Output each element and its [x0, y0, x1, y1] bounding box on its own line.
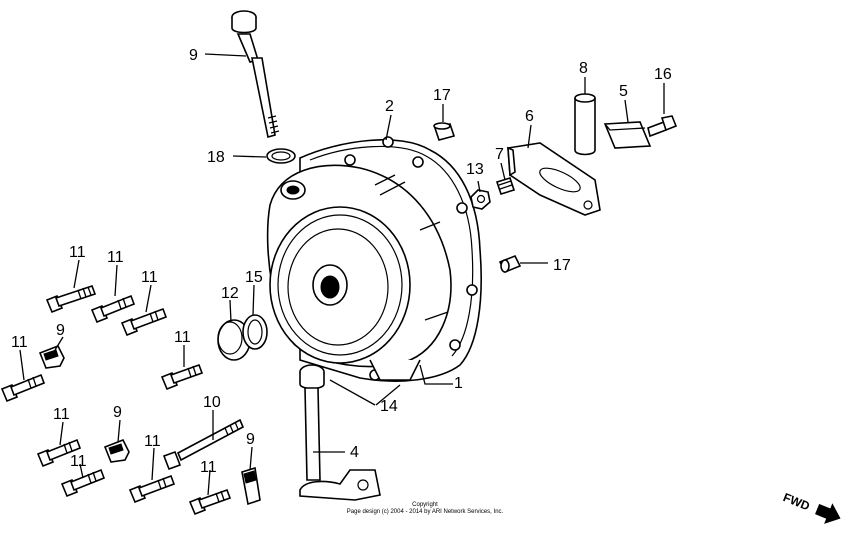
callout-9-c: 9 — [246, 431, 255, 448]
callout-labels: 9 18 2 17 13 7 6 8 5 16 17 1 14 4 12 15 … — [11, 47, 672, 476]
callout-17-top: 17 — [433, 87, 451, 104]
dowel-pin-17-top[interactable] — [433, 122, 456, 141]
callout-12: 12 — [221, 285, 239, 302]
bolt-11-b[interactable] — [90, 294, 136, 324]
callout-11-c: 11 — [141, 269, 158, 286]
dowel-pin-17-right[interactable] — [498, 254, 522, 274]
fwd-arrow-icon: FWD — [781, 490, 841, 524]
bolt-11-e[interactable] — [160, 363, 204, 391]
callout-7: 7 — [495, 146, 504, 163]
callout-15: 15 — [245, 269, 263, 286]
bolt-11-c[interactable] — [120, 307, 168, 337]
callout-11-d: 11 — [11, 334, 28, 351]
callout-13: 13 — [466, 161, 484, 178]
stud-7[interactable] — [495, 177, 516, 195]
nut-13[interactable] — [470, 189, 491, 210]
callout-11-f: 11 — [53, 406, 70, 423]
bracket-6[interactable] — [507, 142, 601, 216]
crankcase-cover[interactable] — [266, 136, 482, 382]
bolt-11-d[interactable] — [0, 373, 46, 403]
clamp-9-a[interactable] — [38, 344, 65, 369]
bolt-16[interactable] — [647, 115, 678, 138]
callout-8: 8 — [579, 60, 588, 77]
copyright-line-2: Page design (c) 2004 - 2014 by ARI Netwo… — [347, 509, 504, 515]
callout-3: 9 — [189, 47, 198, 64]
callout-18: 18 — [207, 149, 225, 166]
clamp-9-c[interactable] — [241, 466, 261, 506]
callout-11-g: 11 — [70, 453, 87, 470]
callout-11-e: 11 — [174, 329, 191, 346]
callout-6: 6 — [525, 108, 534, 125]
oil-dipstick[interactable] — [231, 10, 280, 139]
bolt-11-a[interactable] — [45, 284, 97, 314]
collar-14[interactable] — [299, 364, 325, 390]
callout-5: 5 — [619, 83, 628, 100]
collar-8[interactable] — [574, 93, 596, 156]
callout-4: 4 — [350, 444, 359, 461]
fwd-label: FWD — [781, 490, 812, 513]
callout-17-right: 17 — [553, 257, 571, 274]
o-ring-18[interactable] — [266, 148, 296, 164]
callout-14: 14 — [380, 398, 398, 415]
callout-9-b: 9 — [113, 404, 122, 421]
callout-9-a: 9 — [56, 322, 65, 339]
clamp-9-b[interactable] — [103, 438, 130, 463]
bolt-11-g[interactable] — [60, 468, 106, 498]
bolt-11-h[interactable] — [128, 474, 176, 504]
bolt-11-f[interactable] — [36, 438, 82, 468]
copyright-line-1: Copyright — [412, 502, 438, 508]
o-ring-15[interactable] — [242, 314, 268, 350]
callout-16: 16 — [654, 66, 672, 83]
bolt-10[interactable] — [162, 418, 245, 471]
bolt-11-i[interactable] — [188, 488, 232, 516]
clip-5[interactable] — [603, 121, 652, 149]
callout-11-b: 11 — [107, 249, 124, 266]
callout-1: 1 — [454, 375, 463, 392]
callout-11-a: 11 — [69, 244, 86, 261]
callout-2: 2 — [385, 98, 394, 115]
callout-11-i: 11 — [200, 459, 217, 476]
callout-11-h: 11 — [144, 433, 161, 450]
leader-lines — [19, 53, 665, 496]
shaft-4[interactable] — [299, 387, 381, 501]
callout-10: 10 — [203, 394, 221, 411]
